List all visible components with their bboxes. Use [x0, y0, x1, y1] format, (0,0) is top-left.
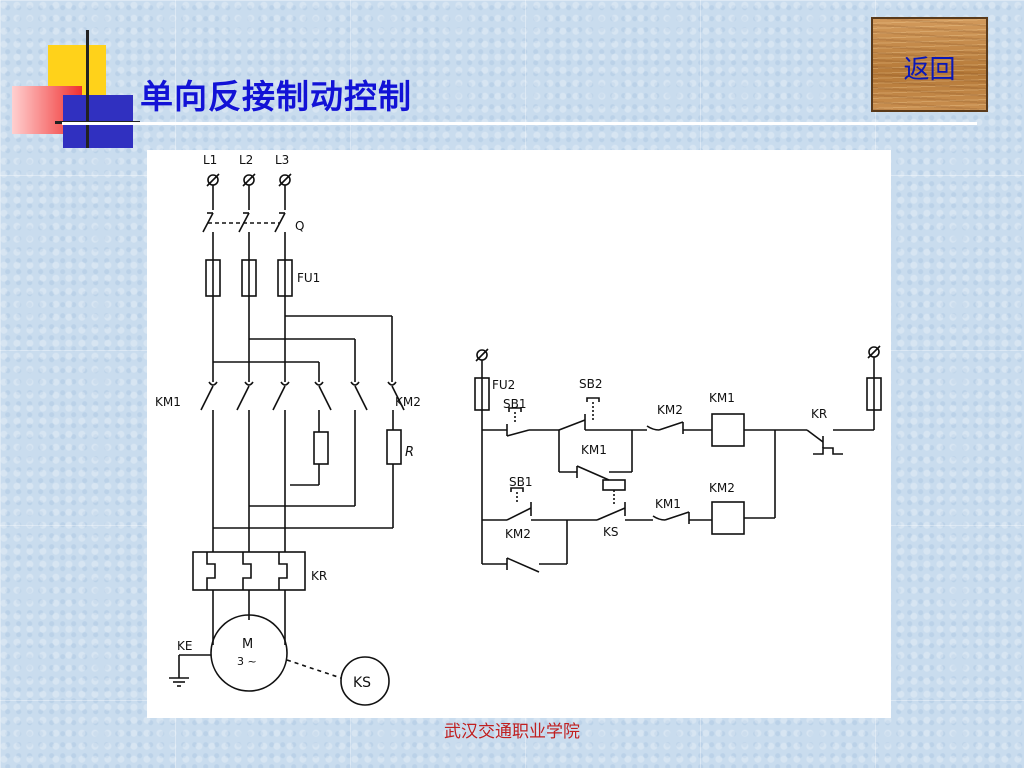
coil-km1: [711, 413, 745, 447]
label-l1: L1: [203, 153, 217, 167]
contactor-km2: [314, 381, 405, 411]
back-button-label: 返回: [903, 55, 956, 85]
brake-button-sb1: [506, 487, 532, 521]
coil-km2: [711, 501, 745, 535]
control-terminal-right: [867, 345, 881, 359]
terminal-l1: [206, 173, 220, 187]
km2-holding-contact: [506, 557, 540, 573]
km1-interlock-contact: [652, 511, 690, 524]
label-motor-spec: 3 ~: [237, 655, 257, 668]
label-ke: KE: [177, 639, 192, 653]
label-fu1: FU1: [297, 271, 320, 285]
start-button-sb2: [558, 397, 600, 431]
label-fu2: FU2: [492, 378, 515, 392]
resistor-r: [313, 429, 402, 465]
km1-holding-contact: [576, 465, 610, 481]
circuit-svg: L1 L2 L3 Q FU1: [155, 153, 882, 706]
control-circuit: FU2 SB1 SB2 KM1 KM2 KM1: [474, 345, 882, 573]
control-terminal-left: [475, 348, 489, 362]
label-ks-main: KS: [353, 675, 371, 691]
motor-m: [210, 614, 288, 692]
label-km1-coil: KM1: [709, 391, 735, 405]
label-kr-contact: KR: [811, 407, 827, 421]
thermal-relay-kr: [192, 551, 306, 591]
kr-overload-contact: [806, 429, 843, 455]
label-kr-main: KR: [311, 569, 327, 583]
ground-icon: [169, 677, 189, 687]
label-sb1-stop: SB1: [503, 397, 526, 411]
terminal-l2: [242, 173, 256, 187]
stop-button-sb1: [506, 407, 530, 437]
page-title: 单向反接制动控制: [140, 77, 412, 116]
km2-interlock-contact: [646, 421, 684, 434]
main-circuit: L1 L2 L3 Q FU1: [155, 153, 421, 706]
fuse-fu1: [205, 259, 293, 297]
label-ks-contact: KS: [603, 525, 619, 539]
corner-decoration-icon: [0, 0, 150, 160]
speed-relay-ks: [340, 656, 390, 706]
label-l2: L2: [239, 153, 253, 167]
label-sb1-brake: SB1: [509, 475, 532, 489]
label-sb2: SB2: [579, 377, 602, 391]
circuit-diagram: L1 L2 L3 Q FU1: [147, 150, 891, 718]
footer-institution: 武汉交通职业学院: [444, 722, 580, 742]
label-q: Q: [295, 219, 304, 233]
back-button[interactable]: 返回: [871, 17, 988, 112]
main-switch-q: [202, 212, 286, 233]
label-km2-coil: KM2: [709, 481, 735, 495]
title-divider: [62, 122, 977, 125]
fuse-fu2: [474, 377, 490, 411]
label-r: R: [405, 445, 414, 460]
terminal-l3: [278, 173, 292, 187]
contactor-km1: [200, 381, 290, 411]
fuse-control-right: [866, 377, 882, 411]
label-km2-hold: KM2: [505, 527, 531, 541]
label-l3: L3: [275, 153, 289, 167]
speed-relay-contact: [596, 479, 626, 521]
label-km1-interlock: KM1: [655, 497, 681, 511]
label-km2-interlock: KM2: [657, 403, 683, 417]
label-km1-main: KM1: [155, 395, 181, 409]
label-km2-main: KM2: [395, 395, 421, 409]
label-km1-hold: KM1: [581, 443, 607, 457]
label-motor: M: [242, 637, 253, 652]
